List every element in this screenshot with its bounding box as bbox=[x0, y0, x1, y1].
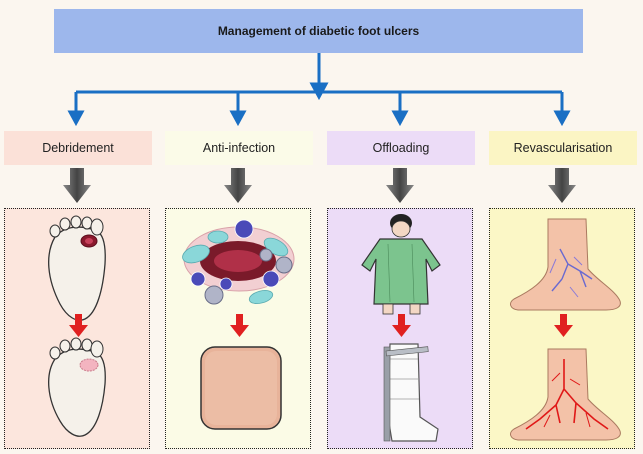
title-box: Management of diabetic foot ulcers bbox=[54, 9, 583, 53]
offloading-boot-icon bbox=[383, 343, 439, 442]
title: Management of diabetic foot ulcers bbox=[217, 24, 420, 38]
ischemic-foot-icon bbox=[510, 218, 621, 311]
red-down-arrow-icon bbox=[554, 314, 573, 337]
panel-debridement bbox=[4, 208, 150, 449]
branch-arrow-3 bbox=[391, 110, 409, 127]
category-offloading: Offloading bbox=[327, 131, 475, 165]
gray-arrow-icon bbox=[63, 168, 91, 203]
patient-in-gown-icon bbox=[361, 214, 441, 315]
gray-arrow-icon bbox=[224, 168, 252, 203]
branch-arrow-4 bbox=[553, 110, 571, 127]
category-label: Debridement bbox=[42, 141, 114, 155]
healing-foot-icon bbox=[48, 337, 106, 437]
panel-offloading bbox=[327, 208, 473, 449]
revascularised-foot-icon bbox=[510, 348, 621, 441]
category-label: Anti-infection bbox=[202, 141, 276, 155]
bacteria-infected-wound-icon bbox=[182, 219, 295, 305]
foot-with-ulcer-icon bbox=[48, 215, 106, 321]
gray-arrow-icon bbox=[548, 168, 576, 203]
branch-arrow-1 bbox=[67, 110, 85, 127]
gray-arrow-icon bbox=[386, 168, 414, 203]
red-down-arrow-icon bbox=[69, 314, 88, 337]
branch-arrow-2 bbox=[229, 110, 247, 127]
category-label: Offloading bbox=[372, 141, 430, 155]
wound-dressing-icon bbox=[200, 346, 282, 430]
panel-anti-infection bbox=[165, 208, 311, 449]
category-anti-infection: Anti-infection bbox=[165, 131, 313, 165]
category-label: Revascularisation bbox=[513, 141, 613, 155]
red-down-arrow-icon bbox=[230, 314, 249, 337]
panel-revascularisation bbox=[489, 208, 635, 449]
category-revascularisation: Revascularisation bbox=[489, 131, 637, 165]
red-down-arrow-icon bbox=[392, 314, 411, 337]
category-debridement: Debridement bbox=[4, 131, 152, 165]
